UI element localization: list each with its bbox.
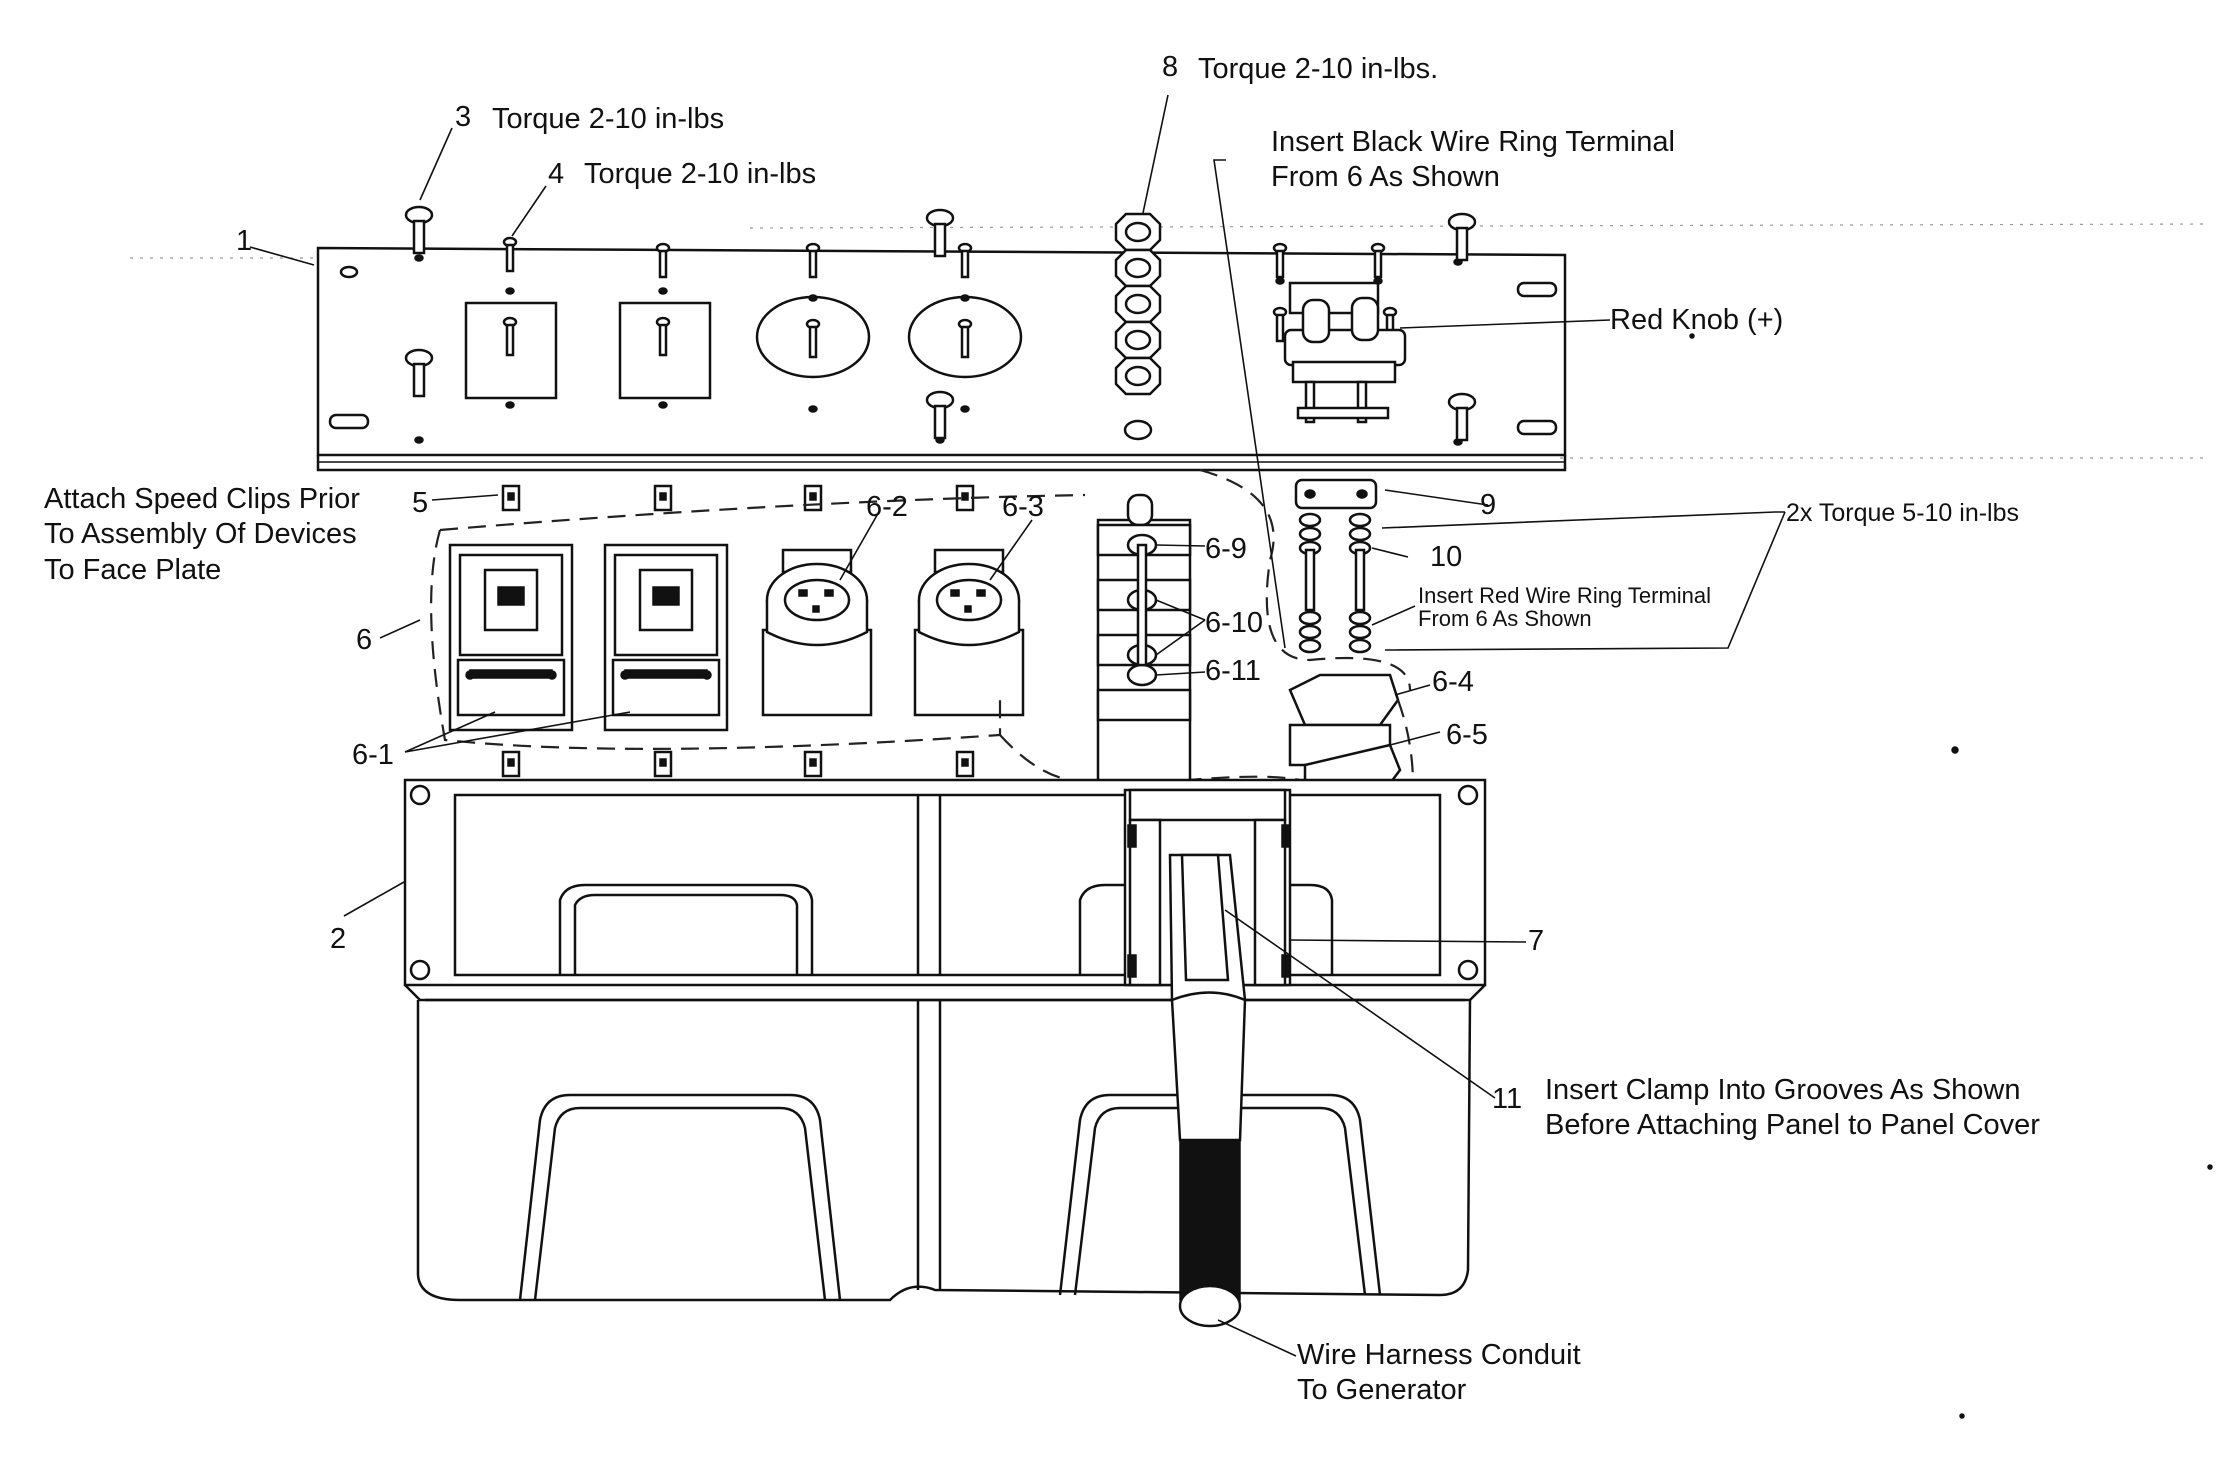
face-plate [316,246,1567,472]
fuse-block [1096,493,1192,784]
circuit-breakers [448,543,729,732]
callout-6-2: 6-2 [866,491,908,523]
callout-11-text: Insert Clamp Into Grooves As Shown Befor… [1545,1074,2040,1142]
callout-5: 5 [412,487,429,519]
callout-6-3: 6-3 [1002,491,1044,523]
callout-6-11: 6-11 [1205,655,1261,687]
panel-cover [403,778,1487,1302]
callout-8: 8 [1162,51,1179,83]
callout-9: 9 [1480,489,1497,521]
wire-harness-conduit [1168,853,1247,1328]
callout-6-4: 6-4 [1432,666,1474,698]
leader-lines [249,94,1786,1357]
callout-8-text: Torque 2-10 in-lbs. [1198,53,1439,85]
callout-4-text: Torque 2-10 in-lbs [584,158,817,190]
speckles [1689,333,2213,1419]
callout-3: 3 [455,101,472,133]
knob-terminals [1283,296,1407,424]
speed-clips-bottom [501,750,975,778]
callout-7: 7 [1528,925,1545,957]
callout-6-9: 6-9 [1205,533,1247,565]
black-wire-note: Insert Black Wire Ring Terminal From 6 A… [1271,126,1675,194]
callout-1: 1 [236,225,253,257]
torque-2x-note: 2x Torque 5-10 in-lbs [1786,499,2020,527]
callout-6-1: 6-1 [352,739,394,771]
callout-11: 11 [1492,1083,1523,1115]
red-wire-note: Insert Red Wire Ring Terminal From 6 As … [1418,583,1712,632]
red-knob-label: Red Knob (+) [1610,304,1784,336]
panel-screws [404,205,1477,442]
callout-6-10: 6-10 [1205,607,1264,639]
callout-5-text: Attach Speed Clips Prior To Assembly Of … [44,483,360,586]
callout-4: 4 [548,158,565,190]
speed-clips-top [501,484,975,512]
callout-6: 6 [356,624,373,656]
callout-3-text: Torque 2-10 in-lbs [492,103,725,135]
twist-lock-receptacles [761,548,1025,717]
fuse-holders [1114,212,1162,441]
callout-6-5: 6-5 [1446,719,1488,751]
callout-10: 10 [1430,541,1463,573]
conduit-note: Wire Harness Conduit To Generator [1297,1339,1581,1407]
terminal-stack [1294,478,1378,654]
callout-2: 2 [330,923,347,955]
